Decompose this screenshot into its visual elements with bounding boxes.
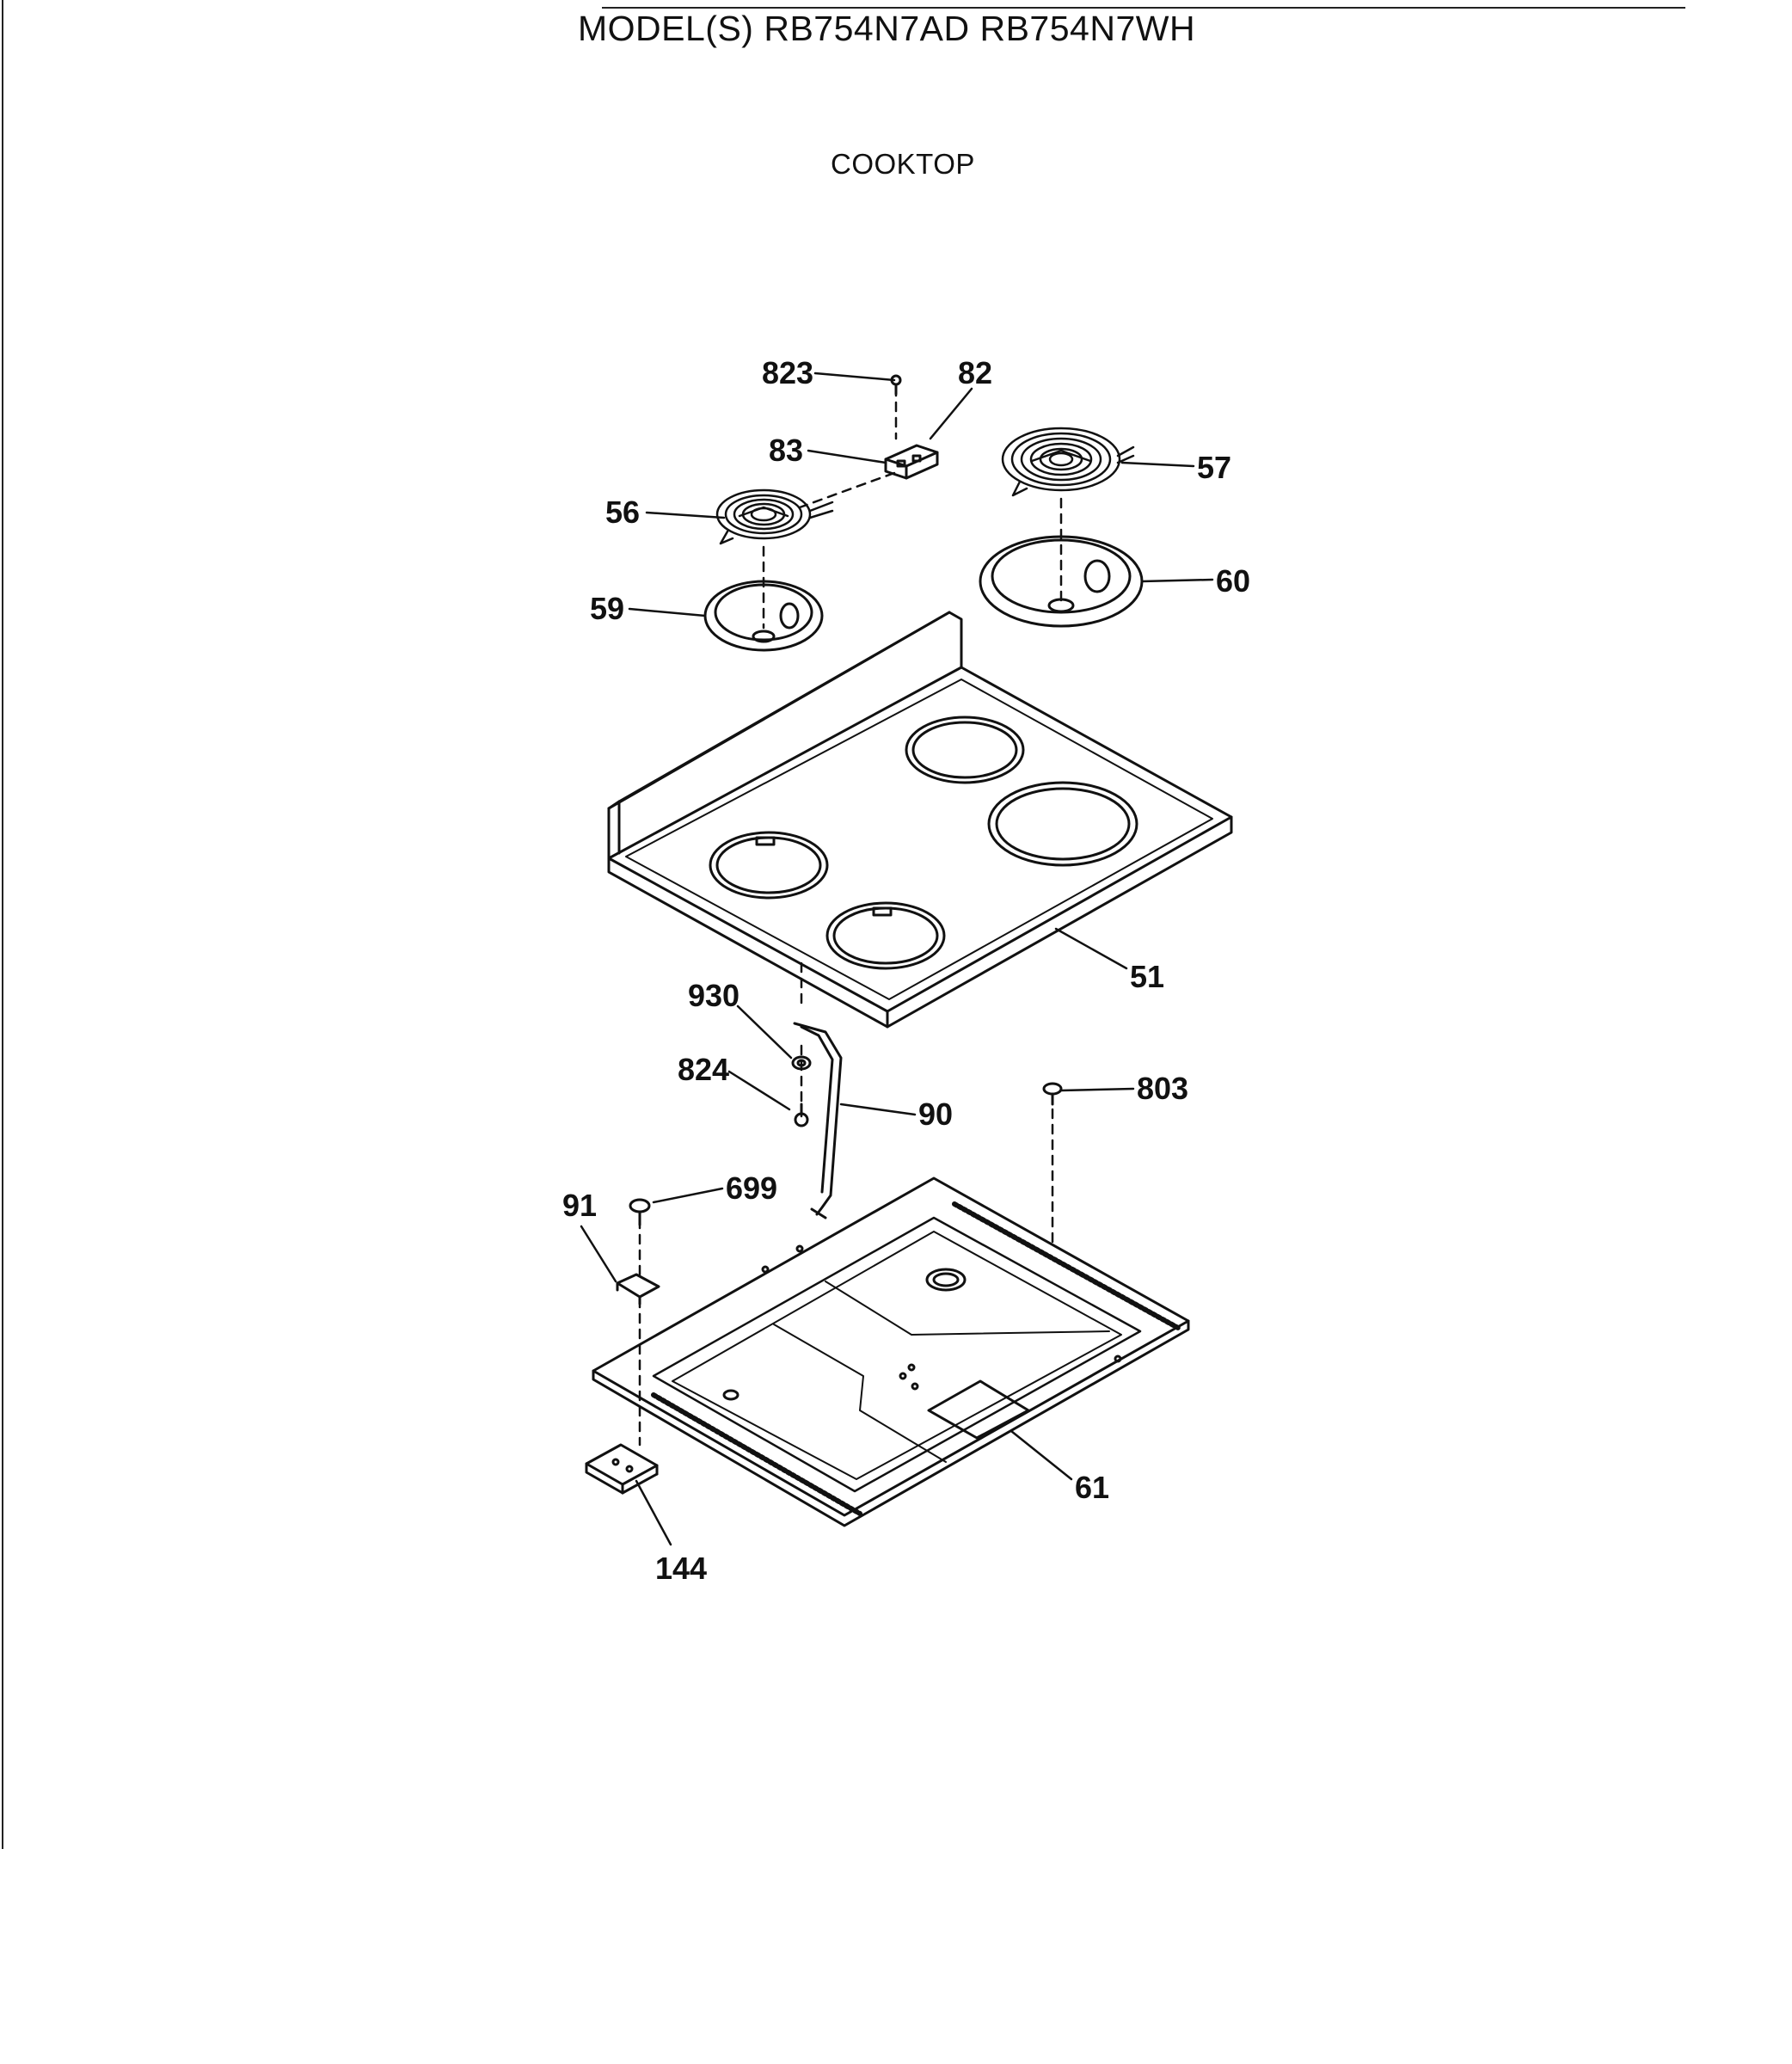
callout-61: 61 xyxy=(1075,1470,1109,1505)
bracket-91 xyxy=(616,1273,660,1305)
callout-823: 823 xyxy=(762,355,813,390)
leader-60 xyxy=(1140,578,1214,583)
cooktop-main-top-51 xyxy=(607,611,1233,1029)
leader-61 xyxy=(1010,1429,1073,1481)
leader-930 xyxy=(736,1004,793,1060)
callout-82: 82 xyxy=(958,355,992,390)
left-border-rule xyxy=(2,0,3,1849)
screw-803 xyxy=(1042,1082,1063,1106)
callout-90: 90 xyxy=(918,1096,953,1132)
leader-57 xyxy=(1120,461,1195,468)
leader-lines xyxy=(580,372,1214,1546)
callout-144: 144 xyxy=(655,1551,707,1586)
callout-57: 57 xyxy=(1197,450,1231,485)
callout-56: 56 xyxy=(605,494,640,530)
surface-element-57 xyxy=(1001,427,1135,497)
callout-59: 59 xyxy=(590,591,624,626)
leader-803 xyxy=(1059,1087,1135,1092)
surface-element-56 xyxy=(715,488,834,545)
callout-60: 60 xyxy=(1216,563,1250,599)
leader-82 xyxy=(929,387,973,440)
terminal-block-82 xyxy=(884,444,939,480)
model-title: MODEL(S) RB754N7AD RB754N7WH xyxy=(578,9,1196,48)
screw-823 xyxy=(890,374,902,396)
screw-699 xyxy=(629,1198,651,1226)
washer-930 xyxy=(791,1055,812,1071)
callout-930: 930 xyxy=(688,978,740,1013)
callout-824: 824 xyxy=(678,1052,729,1087)
drip-bowl-59 xyxy=(703,580,824,652)
ground-strap-90 xyxy=(793,1022,843,1219)
callout-51: 51 xyxy=(1130,959,1164,994)
callout-labels: 823 82 83 57 56 59 60 51 930 824 90 803 … xyxy=(562,355,1250,1586)
callout-699: 699 xyxy=(726,1170,777,1206)
assembly-lines xyxy=(638,385,1063,1447)
callout-83: 83 xyxy=(769,433,803,468)
leader-51 xyxy=(1054,927,1128,970)
assembly-line-83-56 xyxy=(798,471,896,509)
leader-56 xyxy=(645,511,726,519)
leader-59 xyxy=(628,607,707,617)
drip-bowl-60 xyxy=(979,535,1144,628)
top-border-rule xyxy=(602,7,1685,9)
screw-824 xyxy=(794,1103,809,1127)
callout-803: 803 xyxy=(1137,1071,1188,1106)
leader-824 xyxy=(727,1070,791,1111)
section-title: COOKTOP xyxy=(831,148,975,180)
bracket-144 xyxy=(585,1443,659,1495)
leader-823 xyxy=(813,372,896,382)
leader-699 xyxy=(652,1187,724,1204)
leader-90 xyxy=(839,1103,917,1116)
bottom-pan-61 xyxy=(592,1176,1190,1527)
leader-83 xyxy=(807,449,887,464)
callout-91: 91 xyxy=(562,1188,597,1223)
leader-144 xyxy=(635,1479,672,1546)
leader-91 xyxy=(580,1225,617,1283)
